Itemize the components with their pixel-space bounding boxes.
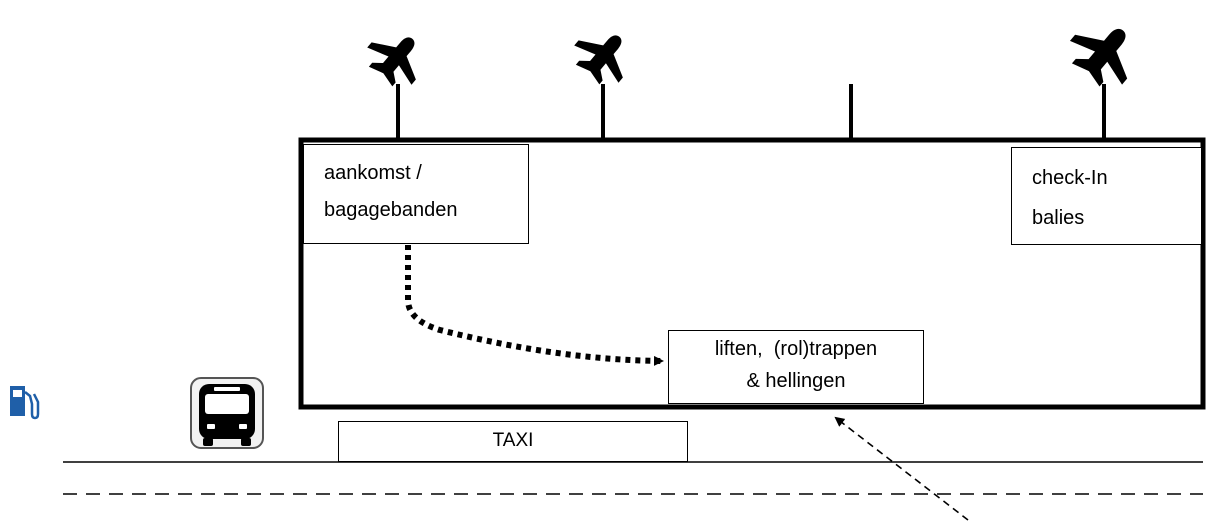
arrival-label-line1: aankomst / xyxy=(324,162,422,184)
arrival-label-line2: bagagebanden xyxy=(324,199,458,221)
dotted-route-arrow xyxy=(405,245,664,366)
lifts-label-line2: & hellingen xyxy=(746,370,846,392)
dashed-arrow xyxy=(834,416,969,521)
lifts-label-line1: liften, (rol)trappen xyxy=(714,338,878,360)
lifts-stairs-ramps-box: liften, (rol)trappen & hellingen xyxy=(668,330,924,404)
fuel-pump-icon xyxy=(10,386,40,420)
airplane-icon xyxy=(1059,8,1150,97)
arrival-baggage-box: aankomst / bagagebanden xyxy=(303,144,529,244)
airplane-icon xyxy=(565,18,642,94)
checkin-label-line1: check-In xyxy=(1032,167,1108,189)
checkin-box: check-In balies xyxy=(1011,147,1202,245)
taxi-box: TAXI xyxy=(338,421,688,462)
terminal-building xyxy=(298,137,1206,410)
checkin-label-line2: balies xyxy=(1032,207,1085,229)
airplane-icon xyxy=(358,20,435,96)
bus-icon xyxy=(190,377,264,449)
taxi-label: TAXI xyxy=(492,430,534,451)
